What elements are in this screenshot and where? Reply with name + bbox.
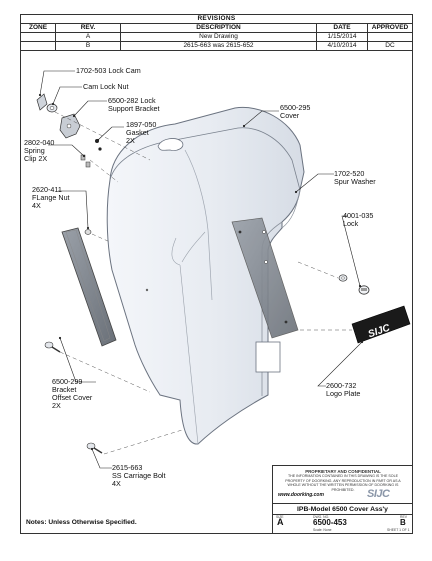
- drawing-title: IPB-Model 6500 Cover Ass'y: [297, 506, 388, 513]
- lock-support-bracket: [59, 113, 81, 139]
- proprietary-text: THE INFORMATION CONTAINED IN THIS DRAWIN…: [285, 474, 401, 492]
- notes: Notes: Unless Otherwise Specified.: [26, 519, 137, 526]
- carriage-bolt-bottom: [86, 442, 103, 454]
- callout-gasket: 1897-050 Gasket 2X: [126, 121, 156, 145]
- callout-qty: 2X: [52, 401, 61, 410]
- proprietary-title: PROPRIETARY AND CONFIDENTIAL: [305, 469, 381, 474]
- callout-part: 1897-050: [126, 120, 157, 129]
- callout-name: FLange Nut: [32, 193, 70, 202]
- sheet-count: SHEET 1 OF 1: [387, 528, 410, 532]
- cam-lock-nut: [46, 103, 58, 113]
- callout-part: 2615-663: [112, 463, 143, 472]
- rev-label: REV: [400, 515, 407, 519]
- callout-part: 6500-299: [52, 377, 83, 386]
- carriage-bolt-top: [44, 341, 61, 353]
- offset-bracket: [61, 227, 117, 347]
- callout-name-2: Clip 2X: [24, 154, 48, 163]
- callout-name: Spring: [24, 146, 45, 155]
- table-row: B 2615-663 was 2615-652 4/10/2014 DC: [20, 41, 413, 51]
- callout-name-2: Offset Cover: [52, 393, 93, 402]
- size-label: SIZE: [276, 515, 284, 519]
- callout-name: Cover: [280, 111, 300, 120]
- company-website: www.doorking.com: [278, 492, 324, 498]
- callout-part: 6500-295: [280, 103, 311, 112]
- callout-qty: 2X: [126, 136, 135, 145]
- callout-qty: 4X: [112, 479, 121, 488]
- callout-name: Logo Plate: [326, 389, 361, 398]
- spur-washer: [338, 274, 348, 282]
- callout-name: Lock Cam: [108, 66, 141, 75]
- callout-carriage-bolt: 2615-663 SS Carriage Bolt 4X: [112, 464, 166, 488]
- callout-lock: 4001-035 Lock: [343, 212, 373, 228]
- flange-nut: [84, 229, 92, 235]
- callout-part: 2600-732: [326, 381, 357, 390]
- lock-cam: [36, 93, 48, 111]
- title-block: PROPRIETARY AND CONFIDENTIAL THE INFORMA…: [272, 465, 413, 534]
- logo-plate: SIJC: [351, 305, 411, 344]
- cover-shell: [106, 106, 305, 445]
- divider: [273, 503, 412, 504]
- callout-name: Lock: [343, 219, 359, 228]
- callout-part: 1702-503: [76, 66, 107, 75]
- callout-flange-nut: 2620-411 FLange Nut 4X: [32, 186, 70, 210]
- scale: Scale: None: [313, 528, 332, 532]
- callout-part: 2620-411: [32, 185, 62, 194]
- rev-approved: DC: [367, 41, 413, 51]
- callout-lock-cam: 1702-503 Lock Cam: [76, 67, 141, 75]
- spring-clip: [80, 154, 91, 168]
- callout-part: 1702-520: [334, 169, 365, 178]
- callout-part: 2802-040: [24, 138, 55, 147]
- lock-part: [358, 285, 370, 295]
- drawing-number: 6500-453: [313, 518, 347, 527]
- callout-name: Gasket: [126, 128, 149, 137]
- callout-qty: 4X: [32, 201, 41, 210]
- callout-name: Cam Lock Nut: [83, 82, 129, 91]
- drawing-rev: B: [400, 518, 406, 527]
- callout-cover: 6500-295 Cover: [280, 104, 310, 120]
- revisions-table: REVISIONS ZONE REV. DESCRIPTION DATE APP…: [20, 14, 413, 51]
- brand-logo: SIJC: [367, 488, 390, 500]
- callout-name: Spur Washer: [334, 177, 376, 186]
- leader-dots: [38, 93, 364, 451]
- callout-spring-clip: 2802-040 Spring Clip 2X: [24, 139, 54, 163]
- divider: [273, 514, 412, 515]
- callout-logo-plate: 2600-732 Logo Plate: [326, 382, 360, 398]
- callout-part: 4001-035: [343, 211, 374, 220]
- leader-lines: [39, 70, 363, 469]
- assembly-centerlines: [54, 111, 352, 455]
- callout-name-2: Support Bracket: [108, 104, 160, 113]
- callout-lock-support-bracket: 6500-282 Lock Support Bracket: [108, 97, 160, 113]
- callout-name: Bracket: [52, 385, 77, 394]
- callout-part: 6500-282: [108, 96, 139, 105]
- dwg-label: DWG. NO.: [313, 515, 330, 519]
- drawing-size: A: [277, 517, 284, 527]
- callout-name: Lock: [140, 96, 156, 105]
- callout-name: SS Carriage Bolt: [112, 471, 166, 480]
- callout-spur-washer: 1702-520 Spur Washer: [334, 170, 376, 186]
- proprietary-notice: PROPRIETARY AND CONFIDENTIAL THE INFORMA…: [279, 469, 407, 492]
- callout-bracket-offset-cover: 6500-299 Bracket Offset Cover 2X: [52, 378, 92, 410]
- callout-cam-lock-nut: Cam Lock Nut: [83, 83, 129, 91]
